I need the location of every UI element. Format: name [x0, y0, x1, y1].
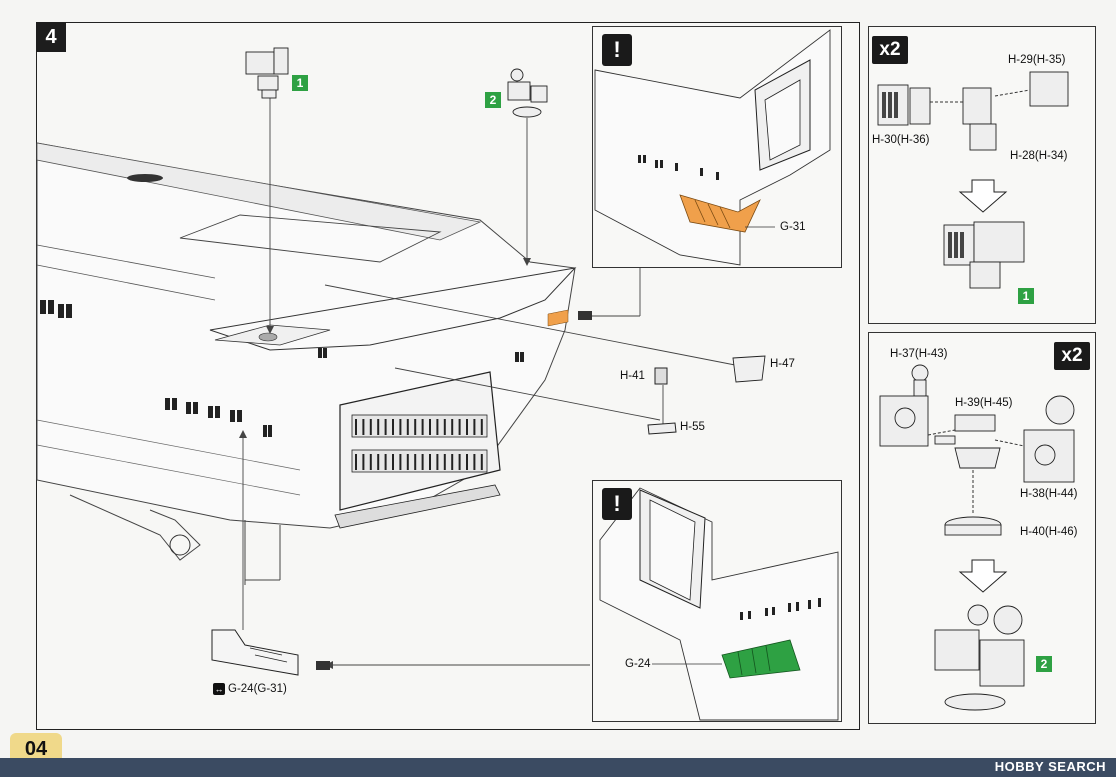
part-label-h47: H-47	[770, 358, 795, 370]
part-label-h40: H-40(H-46)	[1020, 526, 1078, 538]
g24-g31-text: G-24(G-31)	[228, 683, 287, 696]
footer-bar	[0, 758, 1116, 777]
part-label-g24-g31: ↔G-24(G-31)	[213, 683, 287, 695]
part-label-h38: H-38(H-44)	[1020, 488, 1078, 500]
multiplier-badge-2: x2	[1054, 342, 1090, 370]
part-label-h37: H-37(H-43)	[890, 348, 948, 360]
part-label-h39: H-39(H-45)	[955, 397, 1013, 409]
reverse-part-icon: ↔	[213, 683, 225, 695]
callout-badge-1: 1	[292, 75, 308, 91]
callout-badge-2: 2	[485, 92, 501, 108]
part-label-g31: G-31	[780, 221, 806, 233]
part-label-h41: H-41	[620, 370, 645, 382]
watermark: HOBBY SEARCH	[994, 759, 1106, 774]
part-label-h55: H-55	[680, 421, 705, 433]
result-badge-1: 1	[1018, 288, 1034, 304]
part-label-h29: H-29(H-35)	[1008, 54, 1066, 66]
step-number: 4	[36, 22, 66, 52]
part-label-h30: H-30(H-36)	[872, 134, 930, 146]
part-label-g24: G-24	[625, 658, 651, 670]
multiplier-badge-1: x2	[872, 36, 908, 64]
warning-icon-top: !	[602, 34, 632, 66]
warning-icon-bottom: !	[602, 488, 632, 520]
result-badge-2: 2	[1036, 656, 1052, 672]
part-label-h28: H-28(H-34)	[1010, 150, 1068, 162]
